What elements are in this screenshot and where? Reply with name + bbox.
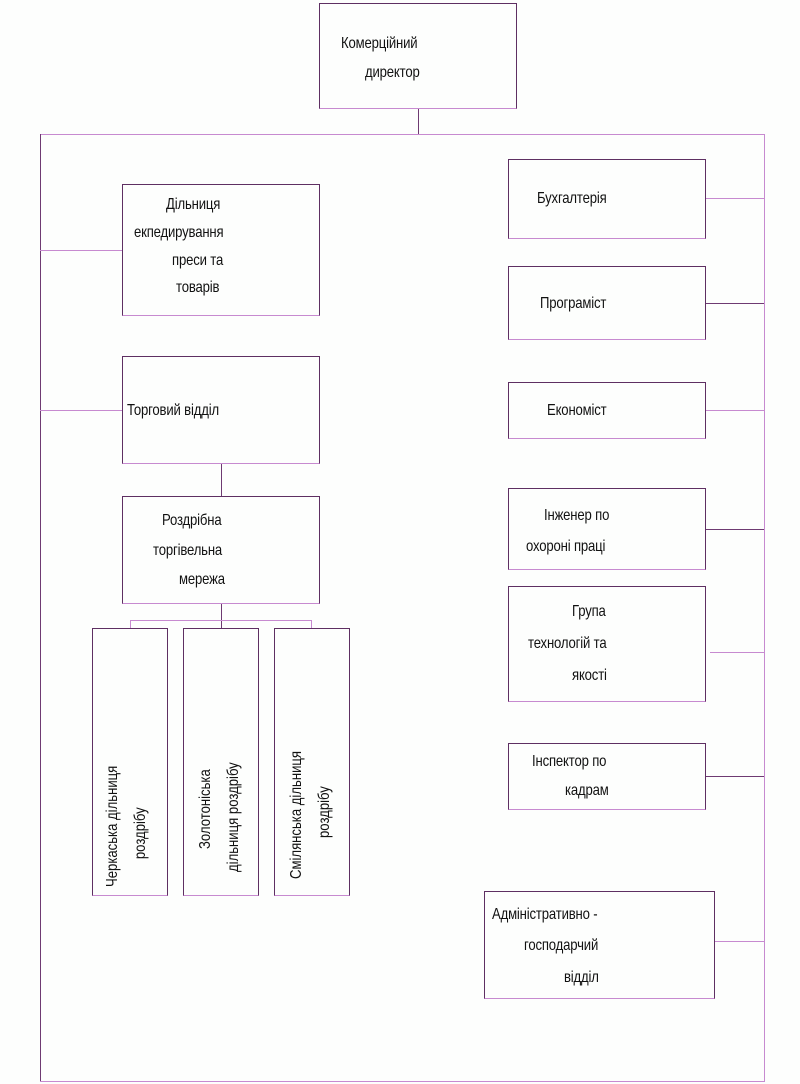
node-label-line: торгівельна: [153, 542, 223, 559]
connector-trade-dept: [40, 410, 123, 411]
node-label-line: роздрібу: [132, 807, 149, 860]
node-label-line: Комерційний: [341, 35, 418, 52]
node-label-line: Смілянська дільниця: [288, 750, 305, 879]
node-label-line: Торговий відділ: [127, 402, 219, 419]
node-label-line: кадрам: [565, 782, 609, 799]
node-label-line: Адміністративно -: [492, 906, 598, 923]
node-accounting: Бухгалтерія: [508, 159, 706, 239]
node-zolotonosha-retail-site: Золотоніська дільниця роздрібу: [183, 628, 259, 896]
node-label-line: Група: [572, 603, 606, 620]
connector-retail-site-3: [311, 620, 312, 629]
connector-director-down: [418, 108, 419, 135]
node-programmer: Програміст: [508, 266, 706, 340]
connector-right-3: [706, 410, 764, 411]
connector-right-5: [710, 652, 764, 653]
connector-right-7: [715, 941, 764, 942]
node-label-line: Черкаська дільниця: [104, 765, 121, 887]
node-label-line: преси та: [172, 252, 224, 269]
node-smila-retail-site: Смілянська дільниця роздрібу: [274, 628, 350, 896]
connector-right-1: [706, 198, 764, 199]
node-administrative-department: Адміністративно - господарчий відділ: [484, 891, 715, 999]
connector-retail-site-1: [130, 620, 131, 629]
connector-expedition: [40, 250, 123, 251]
connector-right-2: [706, 303, 764, 304]
node-label-line: господарчий: [524, 937, 599, 954]
connector-left-bus: [40, 134, 41, 1082]
connector-top-bus: [40, 134, 765, 135]
node-label-line: Дільниця: [166, 196, 221, 213]
node-hr-inspector: Інспектор по кадрам: [508, 743, 706, 810]
node-labor-safety-engineer: Інженер по охороні праці: [508, 488, 706, 570]
connector-right-6: [706, 776, 764, 777]
node-trade-department: Торговий відділ: [122, 356, 320, 464]
node-economist: Економіст: [508, 382, 706, 439]
node-label-line: дільниця роздрібу: [225, 762, 242, 872]
node-label-line: товарів: [176, 279, 220, 296]
node-label-line: екпедирування: [134, 224, 224, 241]
node-label-line: відділ: [564, 969, 599, 986]
node-expedition-site: Дільниця екпедирування преси та товарів: [122, 184, 320, 316]
node-label-line: директор: [365, 64, 420, 81]
node-technology-quality-group: Група технологій та якості: [508, 586, 706, 702]
connector-bottom-bus: [40, 1081, 765, 1082]
connector-trade-retail: [221, 463, 222, 497]
connector-retail-down: [221, 603, 222, 629]
node-label-line: Інспектор по: [532, 753, 607, 770]
node-retail-network: Роздрібна торгівельна мережа: [122, 496, 320, 604]
node-label-line: охороні праці: [526, 538, 606, 555]
node-label-line: Бухгалтерія: [537, 190, 607, 207]
node-cherkasy-retail-site: Черкаська дільниця роздрібу: [92, 628, 168, 896]
connector-right-bus: [764, 134, 765, 1082]
node-label-line: роздрібу: [316, 786, 333, 838]
node-commercial-director: Комерційний директор: [319, 3, 517, 109]
node-label-line: Золотоніська: [197, 769, 214, 850]
node-label-line: технологій та: [528, 635, 607, 652]
node-label-line: Інженер по: [544, 507, 610, 524]
connector-right-4: [706, 529, 764, 530]
node-label-line: мережа: [179, 571, 225, 588]
node-label-line: Програміст: [540, 295, 607, 312]
connector-retail-bus: [130, 620, 312, 621]
node-label-line: Роздрібна: [162, 512, 222, 529]
node-label-line: Економіст: [547, 402, 607, 419]
node-label-line: якості: [572, 667, 607, 684]
